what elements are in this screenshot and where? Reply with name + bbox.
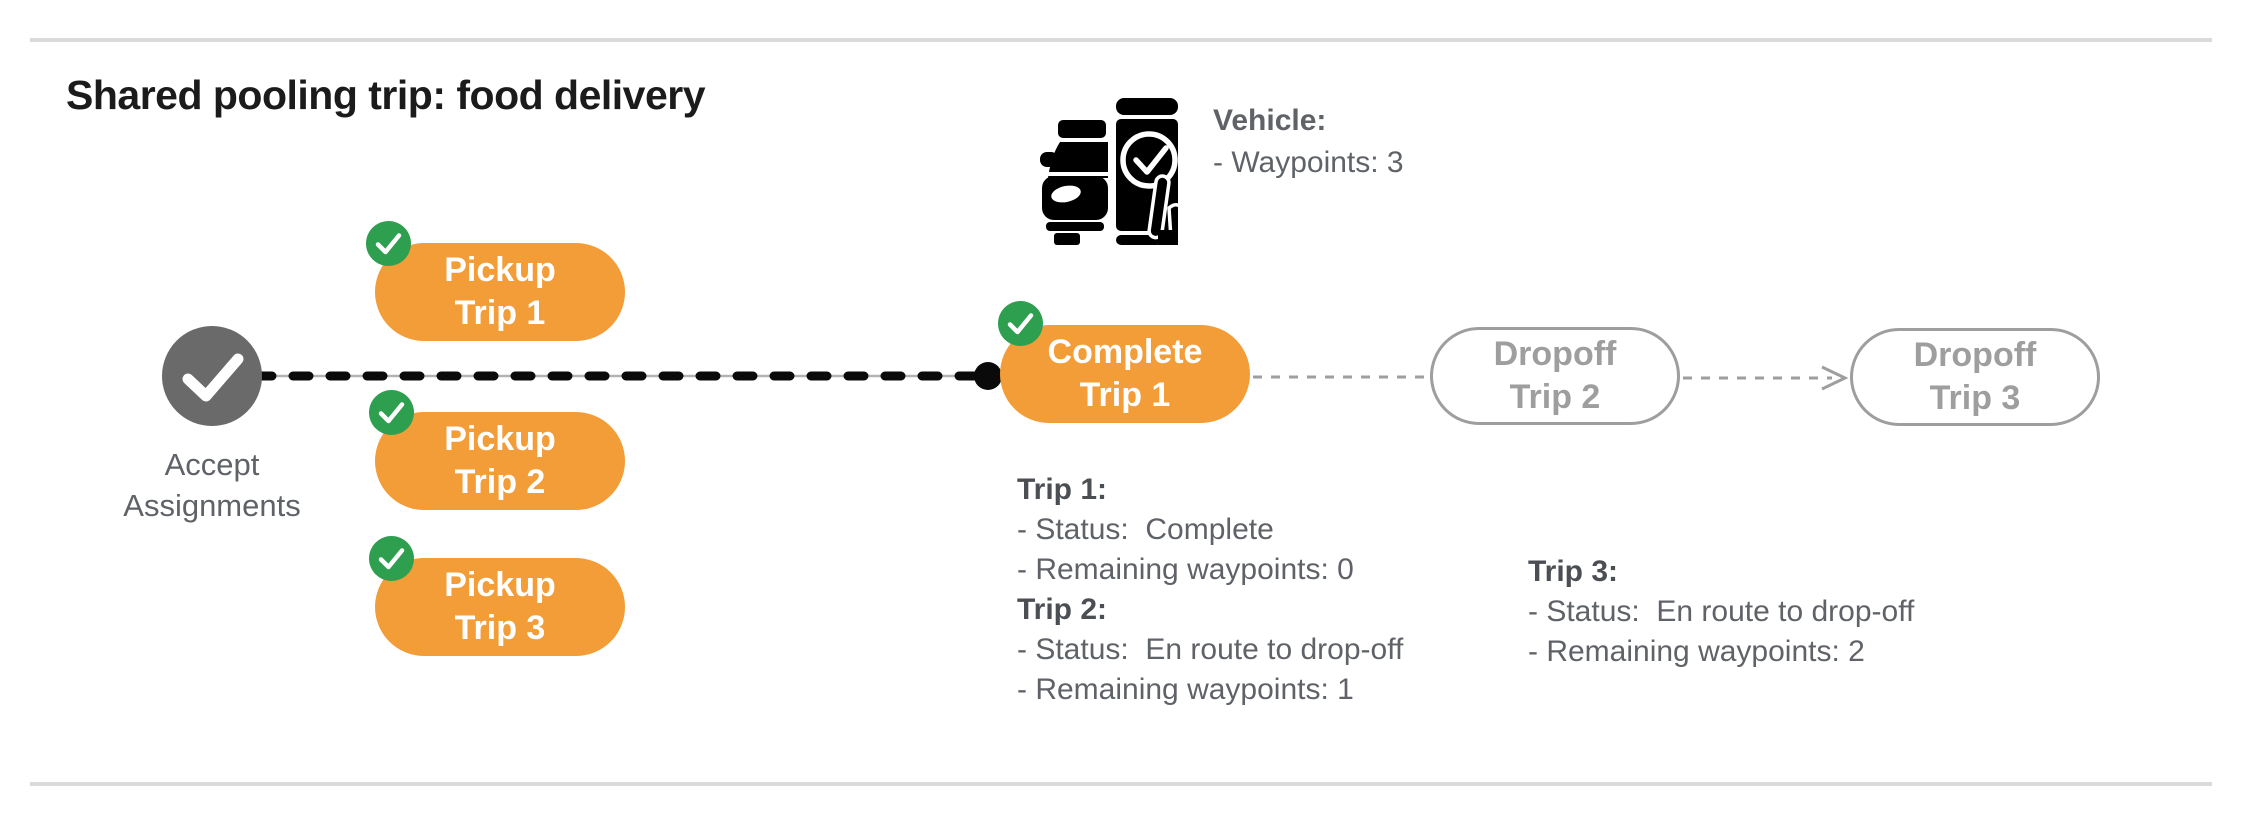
node-pickup-trip-2: Pickup Trip 2 <box>375 412 625 510</box>
check-circle-icon <box>369 536 414 581</box>
bottom-divider <box>30 782 2212 786</box>
waypoint-dot <box>974 362 1002 390</box>
node-dropoff-trip-3: Dropoff Trip 3 <box>1850 328 2100 426</box>
trip1-status: - Status: Complete <box>1017 513 1274 546</box>
trip1-header: Trip 1: <box>1017 473 1108 506</box>
node-complete-trip-1: Complete Trip 1 <box>1000 325 1250 423</box>
node-dropoff-trip-2: Dropoff Trip 2 <box>1430 327 1680 425</box>
trip1-waypoints: - Remaining waypoints: 0 <box>1017 553 1354 586</box>
trip3-status: - Status: En route to drop-off <box>1528 595 1915 628</box>
vehicle-waypoints: - Waypoints: 3 <box>1213 146 1404 179</box>
check-circle-icon <box>369 390 414 435</box>
accept-assignments-check-icon <box>162 326 262 426</box>
car-phone-check-icon <box>1040 98 1178 245</box>
trip2-header: Trip 2: <box>1017 593 1108 626</box>
arrowhead-icon <box>1821 365 1849 391</box>
accept-assignments-label: Accept Assignments <box>123 447 301 523</box>
trip-status-block-left: Trip 1: - Status: Complete - Remaining w… <box>1017 470 1403 710</box>
top-divider <box>30 38 2212 42</box>
trip3-header: Trip 3: <box>1528 555 1619 588</box>
node-pickup-trip-1: Pickup Trip 1 <box>375 243 625 341</box>
check-circle-icon <box>998 301 1043 346</box>
trip3-waypoints: - Remaining waypoints: 2 <box>1528 635 1865 668</box>
vehicle-header: Vehicle: <box>1213 104 1327 137</box>
check-circle-icon <box>366 221 411 266</box>
page-title: Shared pooling trip: food delivery <box>66 72 706 118</box>
trip2-waypoints: - Remaining waypoints: 1 <box>1017 673 1354 706</box>
node-pickup-trip-3: Pickup Trip 3 <box>375 558 625 656</box>
vehicle-info: Vehicle: - Waypoints: 3 <box>1213 100 1404 184</box>
trip2-status: - Status: En route to drop-off <box>1017 633 1404 666</box>
trip-status-block-right: Trip 3: - Status: En route to drop-off -… <box>1528 552 1914 672</box>
